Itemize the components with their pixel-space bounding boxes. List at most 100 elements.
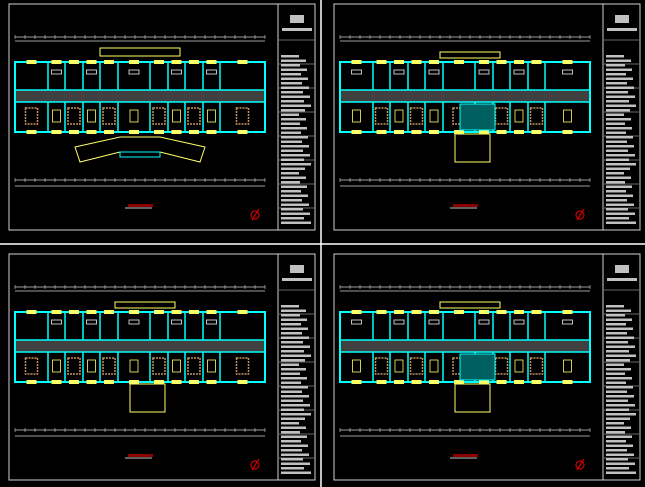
corridor: [340, 90, 590, 102]
title-block-line: [606, 77, 633, 80]
furniture: [24, 357, 39, 375]
window: [394, 310, 404, 314]
entrance-canopy: [74, 136, 206, 163]
title-block-line: [281, 109, 305, 112]
fixture: [562, 69, 573, 75]
furniture: [494, 107, 509, 125]
title-block-line: [606, 140, 627, 143]
window: [496, 130, 507, 134]
title-block-line: [606, 309, 631, 312]
window: [171, 310, 182, 314]
window: [51, 310, 62, 314]
window: [351, 130, 362, 134]
furniture: [102, 107, 116, 125]
title-block-line: [281, 68, 307, 71]
title-block-line: [606, 417, 630, 420]
furniture: [187, 357, 201, 375]
window: [429, 310, 439, 314]
furniture: [394, 109, 404, 123]
title-block-line: [606, 212, 635, 215]
title-block-line: [606, 104, 636, 107]
title-block-line: [281, 118, 306, 121]
title-block-line: [281, 95, 310, 98]
title-block-line: [281, 145, 309, 148]
drawing-sheet[interactable]: [333, 3, 641, 231]
company-logo: [290, 265, 304, 273]
title-block-line: [281, 372, 300, 375]
title-block-line: [606, 354, 636, 357]
furniture: [187, 107, 201, 125]
title-block-line: [281, 386, 308, 389]
title-block-line: [281, 176, 306, 179]
sheet-border: [333, 253, 641, 481]
window: [562, 380, 573, 384]
sheet-border: [333, 3, 641, 231]
title-block-line: [606, 194, 633, 197]
window: [206, 60, 217, 64]
title-block-line: [281, 318, 307, 321]
title-bar: [607, 28, 637, 31]
title-block-line: [281, 73, 301, 76]
scale-bar: [128, 204, 153, 207]
window: [171, 130, 182, 134]
furniture: [409, 357, 424, 375]
window: [189, 310, 199, 314]
drawing-sheet[interactable]: [8, 3, 316, 231]
title-block-line: [281, 377, 307, 380]
title-block-line: [281, 203, 309, 206]
furniture: [563, 359, 572, 373]
title-block-line: [606, 327, 633, 330]
window: [104, 60, 114, 64]
window: [514, 130, 524, 134]
title-block-line: [606, 363, 624, 366]
window: [154, 310, 164, 314]
window: [129, 310, 139, 314]
window: [454, 310, 464, 314]
window: [394, 130, 404, 134]
title-bar: [607, 278, 637, 281]
title-block-line: [281, 136, 308, 139]
window: [26, 310, 37, 314]
title-block-line: [281, 417, 305, 420]
exterior-wall: [339, 61, 591, 133]
furniture: [87, 359, 96, 373]
title-block-line: [606, 203, 634, 206]
furniture: [235, 357, 250, 375]
window: [479, 310, 489, 314]
window: [411, 130, 422, 134]
title-block-line: [606, 176, 631, 179]
furniture: [409, 107, 424, 125]
fixture: [86, 69, 97, 75]
drawing-sheet[interactable]: [333, 253, 641, 481]
stair-extension: [454, 383, 491, 413]
window: [86, 60, 97, 64]
title-block-line: [606, 368, 631, 371]
title-block-line: [606, 136, 633, 139]
title-block-line: [606, 163, 636, 166]
title-block-line: [606, 68, 632, 71]
drawing-sheet[interactable]: [8, 253, 316, 481]
window: [51, 60, 62, 64]
north-arrow-icon: [576, 208, 585, 221]
fixture: [351, 69, 362, 75]
window: [104, 310, 114, 314]
fixture: [128, 69, 140, 75]
window: [411, 380, 422, 384]
window: [394, 380, 404, 384]
title-block-line: [281, 82, 302, 85]
title-block-line: [281, 314, 300, 317]
furniture: [529, 107, 544, 125]
title-block-line: [281, 221, 311, 224]
north-arrow-icon: [251, 458, 260, 471]
window: [206, 130, 217, 134]
window: [531, 310, 542, 314]
title-block-line: [606, 109, 630, 112]
title-block-line: [606, 221, 636, 224]
exterior-wall: [339, 311, 591, 383]
title-block: [604, 15, 639, 224]
title-block-line: [606, 318, 632, 321]
title-block-line: [281, 341, 303, 344]
title-block-line: [281, 435, 307, 438]
title-block-line: [606, 190, 626, 193]
